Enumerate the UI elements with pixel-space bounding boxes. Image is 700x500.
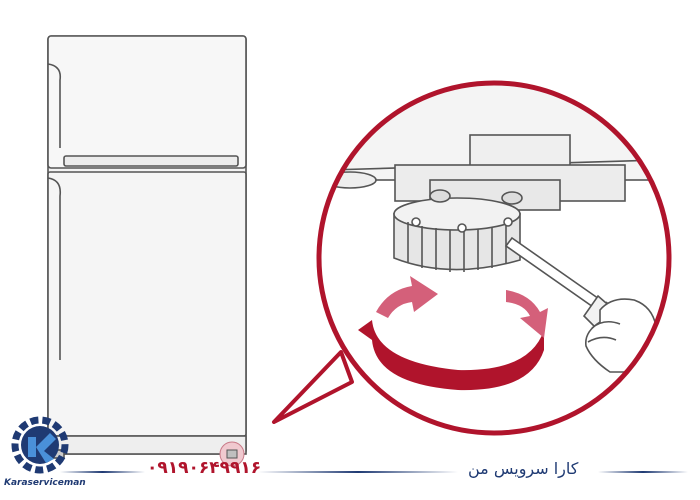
rotation-band bbox=[372, 320, 544, 391]
refrigerator-base bbox=[47, 435, 247, 455]
bolt-left bbox=[429, 189, 451, 203]
footer-divider-middle bbox=[258, 471, 458, 473]
zoom-circle-border bbox=[316, 80, 672, 436]
phone-number: ۰۹۱۹۰۶۴۹۹۱۶ bbox=[147, 458, 262, 478]
side-foot bbox=[323, 171, 377, 189]
fridge-side-handle bbox=[47, 177, 62, 360]
callout-pointer bbox=[272, 350, 354, 424]
brand-name: کارا سرویس من bbox=[468, 459, 579, 478]
freezer-door bbox=[47, 35, 247, 169]
bolt-right bbox=[501, 191, 523, 205]
nut-hole-left bbox=[411, 217, 421, 227]
gear-logo-icon bbox=[11, 416, 69, 474]
leveling-foot-right bbox=[226, 449, 238, 459]
footer-divider-right bbox=[598, 471, 688, 473]
rotation-arrow-icon bbox=[358, 276, 548, 391]
rotation-arrow-right bbox=[506, 290, 548, 338]
hinge-block bbox=[469, 134, 571, 168]
footer-divider-left bbox=[60, 471, 145, 473]
nut-hole-right bbox=[503, 217, 513, 227]
zoom-detail bbox=[316, 80, 672, 436]
freezer-side-handle bbox=[47, 63, 62, 148]
fridge-door bbox=[47, 171, 247, 437]
rotation-arrow-left bbox=[376, 276, 438, 318]
nut-hole-center bbox=[457, 223, 467, 233]
logo-text: Karaserviceman bbox=[4, 478, 86, 488]
freezer-door-handle bbox=[63, 155, 239, 167]
leveling-nut bbox=[393, 189, 523, 272]
rotation-band-tip-left bbox=[358, 320, 372, 340]
refrigerator bbox=[47, 35, 247, 459]
